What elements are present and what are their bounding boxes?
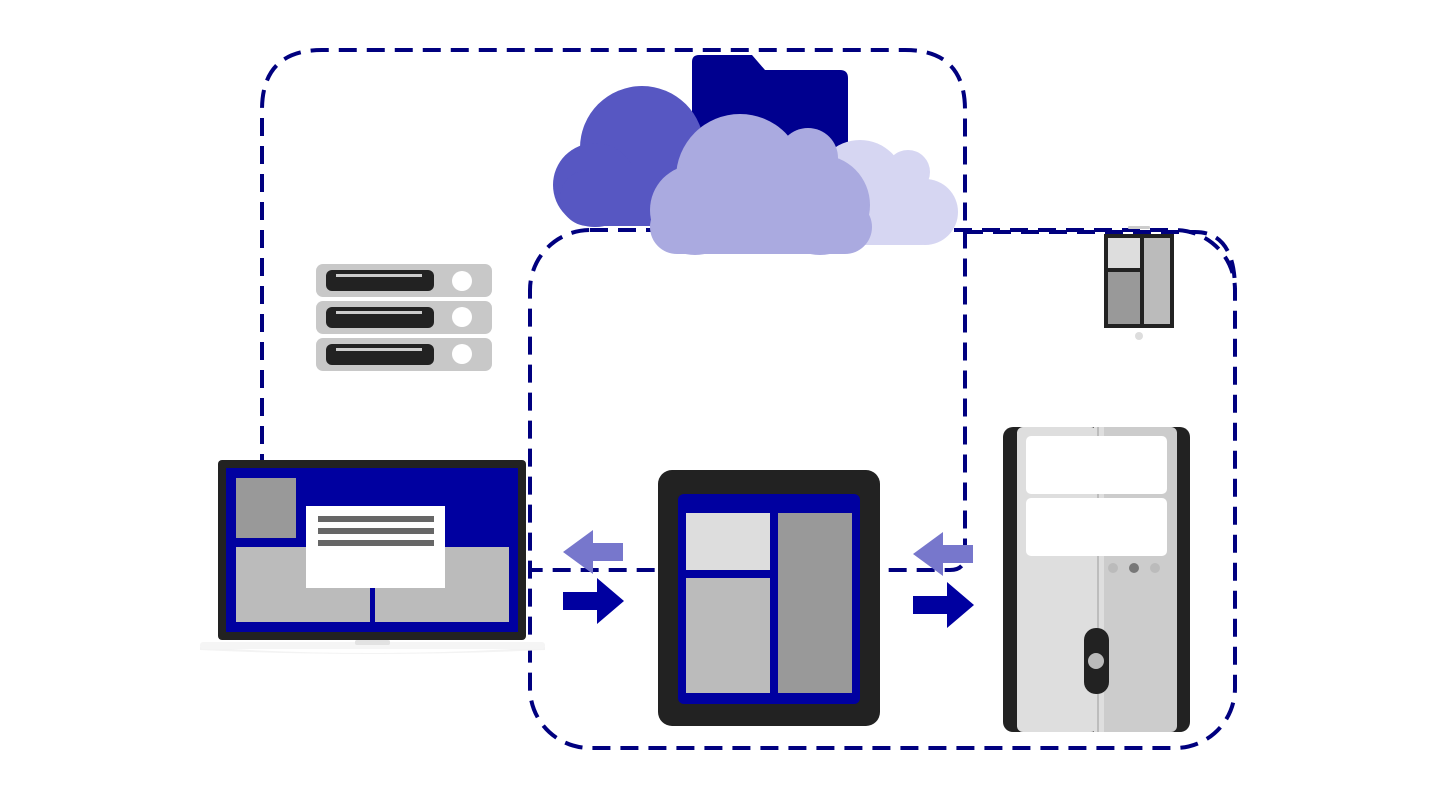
group-desktop-phone-boundary: [965, 230, 1237, 291]
smartphone-icon: [1104, 226, 1174, 340]
laptop-window-small: [236, 478, 296, 538]
group-laptop-server-boundary: [260, 48, 967, 640]
arrow-left-icon: [563, 530, 623, 574]
tablet-tile-right: [778, 513, 852, 693]
cloud-light: [650, 114, 872, 255]
tower-drive-bay-bottom: [1026, 498, 1167, 556]
tablet-tile-bottom-left: [686, 578, 770, 693]
server-unit: [316, 301, 492, 334]
server-rack-icon: [316, 264, 492, 371]
sync-arrows-tablet-desktop: [913, 532, 974, 628]
sync-arrows-laptop-tablet: [563, 530, 624, 624]
tablet-tile-top-left: [686, 513, 770, 570]
laptop-icon: [200, 460, 545, 654]
arrow-left-icon: [913, 532, 973, 576]
smartphone-speaker: [1128, 226, 1150, 229]
tablet-icon: [658, 470, 880, 726]
desktop-tower-icon: [1003, 427, 1190, 732]
tower-drive-bay-top: [1026, 436, 1167, 494]
server-unit: [316, 338, 492, 371]
arrow-right-icon: [913, 582, 974, 628]
server-unit: [316, 264, 492, 297]
laptop-base: [200, 647, 545, 654]
cloud-folder-icon: [553, 55, 958, 255]
arrow-right-icon: [563, 578, 624, 624]
smartphone-home-button: [1135, 332, 1143, 340]
power-icon: [1088, 653, 1104, 669]
